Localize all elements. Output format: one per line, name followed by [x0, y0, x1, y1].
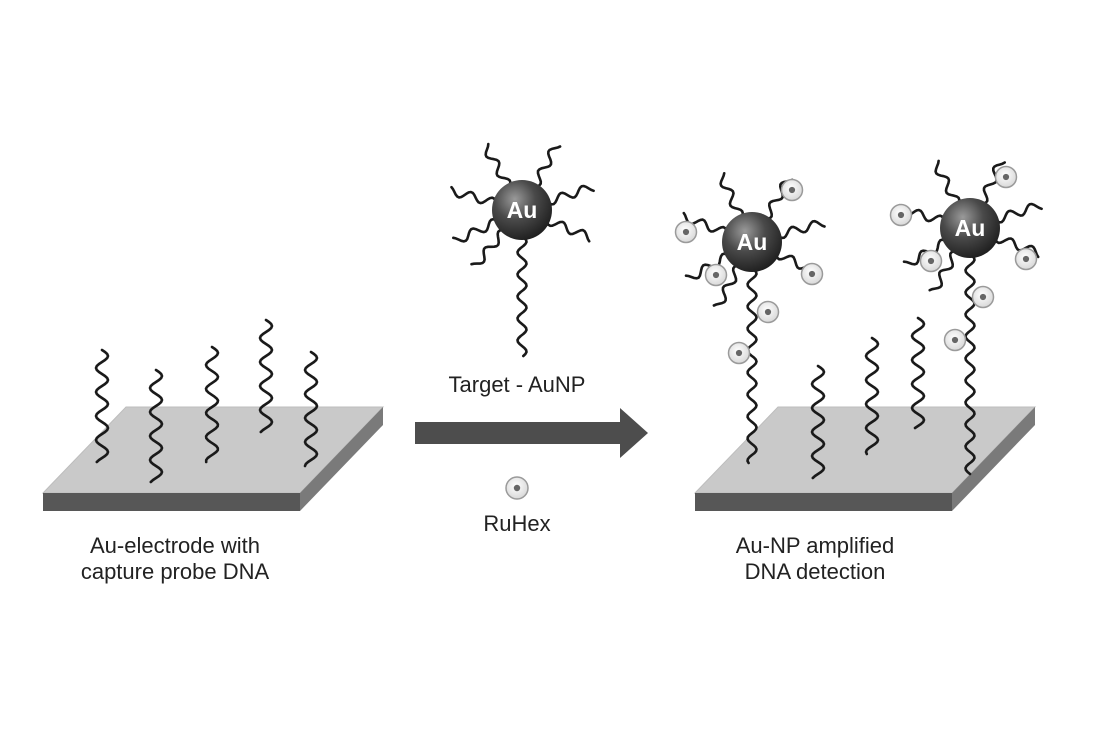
dna-strand-icon — [810, 364, 826, 480]
gold-nanoparticle: Au — [898, 159, 1043, 476]
ligand-strand — [484, 142, 512, 189]
ligand-strand — [993, 202, 1043, 224]
ruhex-molecule-icon — [919, 249, 943, 273]
ruhex-molecule-icon — [994, 165, 1018, 189]
dna-strand-icon — [864, 336, 880, 456]
ligand-strand — [452, 217, 500, 243]
dna-strand-icon — [964, 252, 976, 476]
dna-strand-icon — [303, 350, 319, 468]
dna-strand-icon — [94, 348, 110, 464]
gold-nanoparticle-icon: Au — [940, 198, 1000, 258]
left-capture-probe-strands — [94, 318, 319, 484]
ruhex-molecule-icon — [943, 328, 967, 352]
ligand-strand — [775, 219, 826, 240]
ligand-strand — [470, 228, 507, 266]
left-caption-line1: Au-electrode with — [90, 533, 260, 558]
gold-nanoparticle-icon: Au — [492, 180, 552, 240]
ruhex-molecule-icon — [727, 341, 751, 365]
ligand-strand — [684, 252, 731, 280]
dna-strand-icon — [258, 318, 274, 434]
ruhex-molecule-icon — [889, 203, 913, 227]
ligand-strand — [450, 185, 499, 205]
dna-strand-icon — [910, 316, 926, 430]
ruhex-molecule-icon — [1014, 247, 1038, 271]
ligand-strand — [719, 172, 745, 220]
ruhex-molecule-icon — [800, 262, 824, 286]
ruhex-molecule-icon — [674, 220, 698, 244]
ligand-strand — [545, 184, 595, 206]
ruhex-molecule-icon — [780, 178, 804, 202]
ruhex-molecule-icon — [505, 476, 529, 500]
arrow-right-icon — [415, 408, 648, 458]
ligand-strand — [712, 263, 742, 307]
right-caption-line2: DNA detection — [744, 559, 886, 584]
au-label: Au — [737, 229, 768, 255]
ligand-strand — [544, 218, 591, 243]
ruhex-label: RuHex — [483, 511, 551, 536]
ligand-strand — [902, 238, 949, 266]
dna-strand-icon — [148, 368, 164, 484]
dna-strand-icon — [516, 234, 528, 358]
right-caption-line1: Au-NP amplified — [735, 533, 895, 558]
au-label: Au — [507, 197, 538, 223]
gold-nanoparticle: Au — [450, 142, 595, 358]
dna-strand-icon — [746, 266, 758, 465]
right-caption: Au-NP amplified DNA detection — [680, 533, 950, 585]
gold-nanoparticle-icon: Au — [722, 212, 782, 272]
left-caption-line2: capture probe DNA — [80, 559, 270, 584]
target-aunp-label: Target - AuNP — [448, 372, 586, 397]
right-electrode-plate — [693, 406, 1037, 511]
ligand-strand — [763, 178, 794, 221]
ruhex-molecule-icon — [756, 300, 780, 324]
right-capture-probe-strands — [810, 316, 926, 480]
ligand-strand — [532, 145, 562, 189]
ligand-strand — [993, 235, 1040, 259]
dna-strand-icon — [204, 345, 220, 464]
left-electrode-plate — [41, 406, 385, 511]
ligand-strand — [934, 159, 961, 207]
ruhex-molecule-icon — [971, 285, 995, 309]
left-caption: Au-electrode with capture probe DNA — [40, 533, 310, 585]
ligand-strand — [928, 249, 959, 292]
au-label: Au — [955, 215, 986, 241]
ligand-strand — [979, 161, 1006, 206]
ruhex-molecule-icon — [704, 263, 728, 287]
